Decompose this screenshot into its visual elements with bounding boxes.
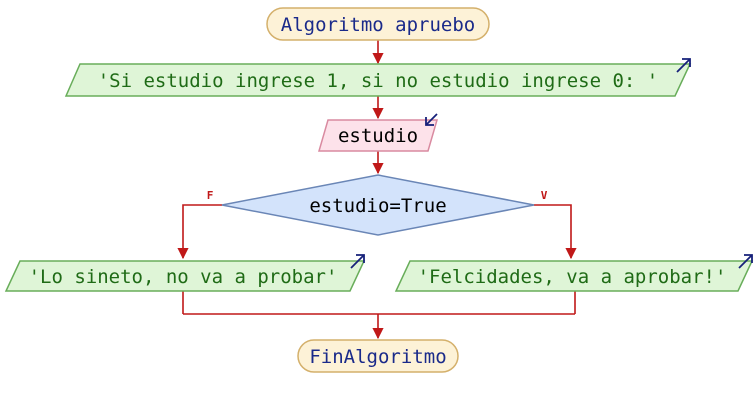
connector-decision-true-branch <box>534 204 577 260</box>
output-prompt-label: 'Si estudio ingrese 1, si no estudio ing… <box>98 70 659 92</box>
output-true-label: 'Felcidades, va a aprobar!' <box>418 266 727 288</box>
output-arrow-icon <box>738 254 753 269</box>
output-prompt-shape <box>64 63 692 97</box>
decision-false-flag: F <box>207 189 214 202</box>
output-prompt-node: 'Si estudio ingrese 1, si no estudio ing… <box>64 58 692 97</box>
end-terminal-label: FinAlgoritmo <box>309 346 446 368</box>
input-node: estudio <box>318 113 438 152</box>
decision-label: estudio=True <box>309 195 446 217</box>
output-true-node: 'Felcidades, va a aprobar!' <box>394 254 754 292</box>
connectors <box>177 40 577 340</box>
output-true-shape <box>394 260 754 292</box>
decision-true-flag: V <box>541 189 548 202</box>
decision-shape <box>221 174 535 236</box>
end-terminal: FinAlgoritmo <box>297 339 459 373</box>
input-node-label: estudio <box>338 125 418 147</box>
output-arrow-icon <box>676 58 691 73</box>
decision-node: estudio=True F V <box>207 174 548 236</box>
input-arrow-icon <box>425 113 438 126</box>
output-false-label: 'Lo sineto, no va a probar' <box>29 266 338 288</box>
connector-decision-false-branch <box>177 204 222 260</box>
input-node-shape <box>318 119 438 152</box>
start-terminal-shape <box>266 7 490 41</box>
end-terminal-shape <box>297 339 459 373</box>
output-false-shape <box>4 260 366 292</box>
output-false-node: 'Lo sineto, no va a probar' <box>4 254 366 292</box>
start-terminal: Algoritmo apruebo <box>266 7 490 41</box>
output-arrow-icon <box>350 254 365 269</box>
start-terminal-label: Algoritmo apruebo <box>281 14 475 36</box>
